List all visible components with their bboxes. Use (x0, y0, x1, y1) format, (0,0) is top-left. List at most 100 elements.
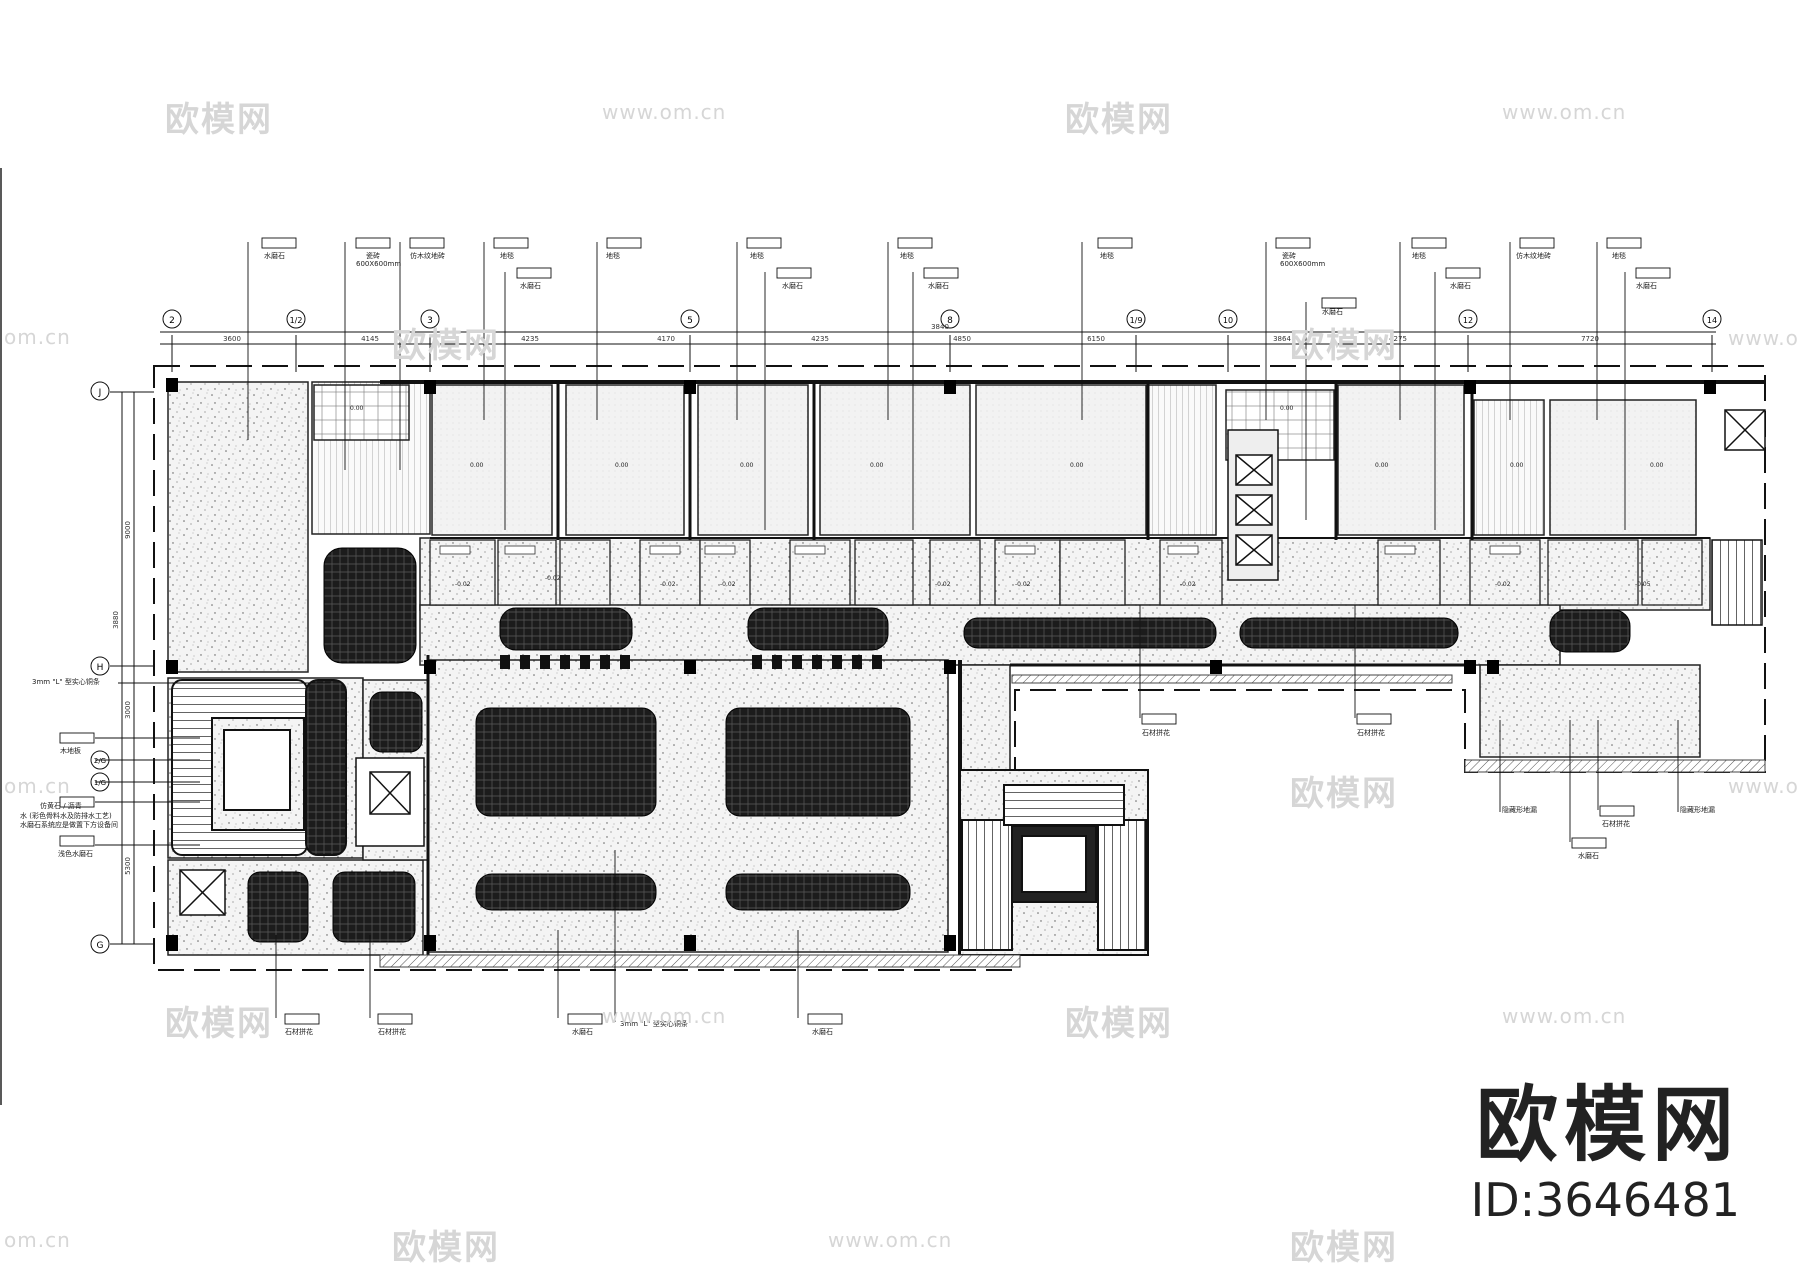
watermark: 欧模网 (1290, 326, 1398, 366)
stair-core-left (171, 679, 347, 856)
svg-text:0.00: 0.00 (470, 462, 484, 469)
svg-text:10: 10 (1223, 316, 1233, 325)
watermark: www.om.cn (1502, 100, 1627, 124)
axis-bubble-3: 3 (420, 309, 440, 329)
room-lounge-8 (1337, 384, 1465, 536)
svg-text:1/9: 1/9 (1130, 316, 1143, 325)
carpet-hall-3 (475, 873, 657, 911)
callout-terrazzo-bottom-2: 水磨石 (812, 1027, 833, 1036)
callout-text-left: 3mm "L" 型实心铜条 木地板 仿黄石 / 沥青 水 (彩色骨料水及防排水工… (20, 677, 118, 858)
stair-core-south (959, 769, 1149, 956)
callout-terrazzo-7: 水磨石 (1636, 281, 1657, 290)
carpet-top-row-1 (499, 607, 633, 651)
room-lounge-5 (819, 384, 971, 536)
grid-axis-top (160, 331, 1716, 372)
elevator-core-center (1227, 429, 1279, 581)
svg-text:-0.02: -0.02 (1495, 581, 1511, 588)
callout-carpet-3: 地毯 (750, 251, 764, 260)
svg-text:4275: 4275 (1389, 335, 1407, 343)
callout-terrazzo-bottom-1: 水磨石 (572, 1027, 593, 1036)
svg-text:-0.02: -0.02 (720, 581, 736, 588)
callout-tags-right (1141, 713, 1635, 849)
chairs-row (500, 655, 882, 669)
svg-text:4170: 4170 (657, 335, 675, 343)
dimension-labels-left: 9000 3000 3880 5300 (112, 521, 132, 875)
svg-text:-0.02: -0.02 (545, 575, 561, 582)
watermark: om.cn (4, 1228, 71, 1252)
grid-bubbles-top: 2 1/2 3 5 8 1/9 10 12 14 (162, 309, 1722, 329)
svg-text:3000: 3000 (124, 701, 132, 719)
watermark: 欧模网 (1065, 100, 1173, 140)
room-lounge-9 (1473, 399, 1545, 536)
svg-text:0.00: 0.00 (350, 405, 364, 412)
axis-bubble-12: 12 (1458, 309, 1478, 329)
carpet-hall-2 (725, 707, 911, 817)
axis-bubble-10: 10 (1218, 309, 1238, 329)
svg-text:H: H (97, 663, 104, 673)
callout-terrazzo-2: 水磨石 (520, 281, 541, 290)
watermark: 欧模网 (392, 1228, 500, 1268)
watermark: 欧模网 (165, 100, 273, 140)
room-level-labels: 0.00 0.00 0.00 0.00 0.00 0.00 0.00 0.00 … (350, 405, 1664, 588)
callout-stone-mosaic-1: 石材拼花 (285, 1027, 313, 1036)
callout-tile-2: 瓷砖 (1282, 251, 1296, 260)
watermark: 欧模网 (1290, 774, 1398, 814)
svg-text:9000: 9000 (124, 521, 132, 539)
svg-text:5: 5 (687, 316, 693, 326)
room-lounge-10 (1549, 399, 1697, 536)
brand-name: 欧模网 (1475, 1078, 1740, 1173)
room-lounge-7 (1147, 384, 1217, 536)
watermark: 欧模网 (1290, 1228, 1398, 1268)
leaders-top (247, 242, 1626, 530)
carpet-lower-1 (247, 871, 309, 943)
note-brass-strip: 3mm "L" 型实心铜条 (32, 677, 100, 686)
callout-terrazzo-right: 水磨石 (1578, 851, 1599, 860)
svg-text:4145: 4145 (361, 335, 379, 343)
grid-axis-left (110, 391, 154, 945)
east-stair (1711, 409, 1766, 626)
carpet-patches (247, 547, 1631, 943)
callout-stone-mosaic-2: 石材拼花 (378, 1027, 406, 1036)
svg-text:0.00: 0.00 (1650, 462, 1664, 469)
room-lounge-2 (431, 384, 553, 536)
svg-text:-0.02: -0.02 (455, 581, 471, 588)
leaders-left (95, 682, 330, 846)
carpet-corridor-1 (963, 617, 1217, 649)
svg-text:1/G: 1/G (94, 779, 106, 787)
svg-text:0.00: 0.00 (1510, 462, 1524, 469)
watermark: 欧模网 (392, 326, 500, 366)
callout-text-right: 石材拼花 石材拼花 隐藏形地漏 石材拼花 水磨石 隐藏形地漏 (1142, 728, 1715, 860)
svg-text:4850: 4850 (953, 335, 971, 343)
callout-terrazzo-1: 水磨石 (264, 251, 285, 260)
callout-tags-top (261, 237, 1671, 309)
svg-text:14: 14 (1707, 316, 1717, 325)
svg-text:-0.02: -0.02 (935, 581, 951, 588)
svg-text:3: 3 (427, 316, 433, 326)
svg-text:0.00: 0.00 (1070, 462, 1084, 469)
partition-walls (380, 380, 1765, 955)
callout-carpet-5: 地毯 (1100, 251, 1114, 260)
callout-terrazzo-3: 水磨石 (782, 281, 803, 290)
svg-text:3880: 3880 (112, 611, 120, 629)
small-rooms-row (429, 539, 1703, 606)
svg-text:G: G (97, 941, 104, 951)
carpet-hall-4 (725, 873, 911, 911)
callout-carpet-6: 地毯 (1412, 251, 1426, 260)
axis-bubble-8: 8 (940, 309, 960, 329)
watermark: www.om.cn (602, 1004, 727, 1028)
carpet-top-row-2 (747, 607, 889, 651)
svg-text:J: J (98, 388, 102, 398)
callout-text-top: 水磨石 瓷砖 600X600mm 仿木纹地砖 地毯 水磨石 地毯 地毯 水磨石 … (264, 251, 1657, 316)
callout-brass-strip-bottom: 3mm "L" 型实心铜条 (620, 1019, 688, 1028)
svg-text:3600: 3600 (223, 335, 241, 343)
svg-text:2/G: 2/G (94, 757, 106, 765)
callout-carpet-2: 地毯 (606, 251, 620, 260)
callout-tile-size-2: 600X600mm (1280, 260, 1325, 268)
leaders-bottom (275, 850, 799, 1022)
floor-areas (167, 381, 1711, 956)
callout-stone-mosaic-4: 石材拼花 (1357, 728, 1385, 737)
callout-text-bottom: 石材拼花 石材拼花 水磨石 3mm "L" 型实心铜条 水磨石 (285, 1019, 833, 1036)
room-lounge-3 (565, 384, 685, 536)
watermark: www.om.cn (1728, 326, 1800, 350)
